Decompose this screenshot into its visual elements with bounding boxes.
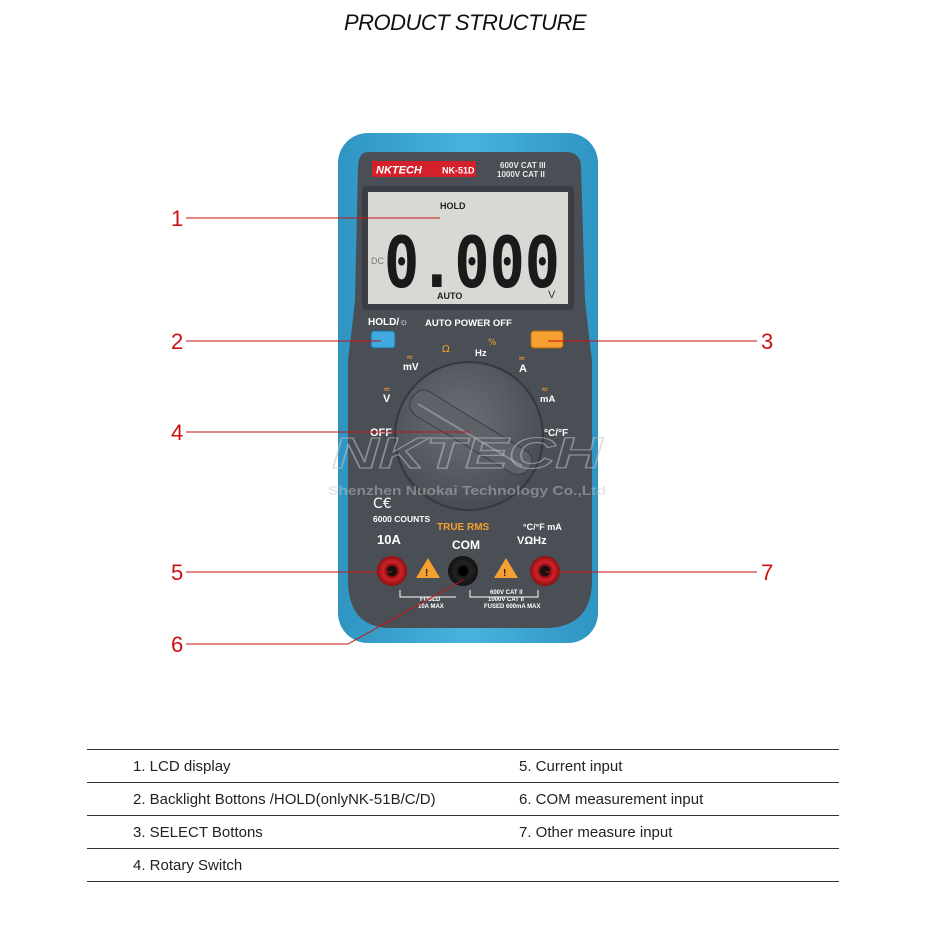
- dial-ma-label: mA: [540, 394, 555, 405]
- lcd-display: [368, 192, 568, 304]
- legend-item-rotary-switch: 4. Rotary Switch: [133, 857, 243, 874]
- warning-icon-right-mark: !: [503, 568, 506, 579]
- rating-line-1: 600V CAT III: [500, 161, 546, 170]
- legend-item-backlight-hold: 2. Backlight Bottons /HOLD(onlyNK-51B/C/…: [133, 791, 436, 808]
- hold-button-label: HOLD/☼: [368, 317, 408, 328]
- legend-table: 1. LCD display 5. Current input 2. Backl…: [87, 749, 839, 882]
- page-title: PRODUCT STRUCTURE: [343, 10, 587, 35]
- ac-mark-ma: ≂: [541, 385, 549, 395]
- callout-7: 7: [761, 560, 774, 585]
- callout-3: 3: [761, 329, 774, 354]
- legend-item-lcd-display: 1. LCD display: [133, 758, 231, 775]
- model-text: NK-51D: [442, 166, 475, 176]
- dial-a-label: A: [519, 363, 527, 375]
- lcd-reading: 0.000: [384, 222, 560, 304]
- callout-5: 5: [171, 560, 184, 585]
- counts-label: 6000 COUNTS: [373, 514, 430, 524]
- jack-right-label: VΩHz: [517, 535, 547, 547]
- lcd-auto-indicator: AUTO: [437, 291, 462, 301]
- fused-right-line-1: 600V CAT II: [490, 590, 523, 596]
- dial-v-label: V: [383, 393, 391, 405]
- true-rms-label: TRUE RMS: [437, 522, 490, 533]
- fused-left-line-2: 10A MAX: [418, 604, 444, 610]
- warning-icon-right: [494, 558, 518, 578]
- legend-row: 3. SELECT Bottons 7. Other measure input: [87, 815, 839, 848]
- callout-1: 1: [171, 206, 184, 231]
- jack-10a-label: 10A: [377, 532, 401, 547]
- dial-mv-label: mV: [403, 362, 419, 373]
- legend-row: 1. LCD display 5. Current input: [87, 749, 839, 782]
- rotary-pointer: [417, 403, 523, 467]
- legend-item-current-input: 5. Current input: [519, 758, 623, 775]
- legend-item-other-input: 7. Other measure input: [519, 824, 673, 841]
- lcd-dc-indicator: DC: [371, 256, 384, 266]
- watermark-logo: NKTECH: [332, 429, 604, 478]
- dial-temp-label: °C/°F: [544, 428, 568, 439]
- legend-item-select-buttons: 3. SELECT Bottons: [133, 824, 263, 841]
- rating-line-2: 1000V CAT II: [497, 170, 545, 179]
- select-button[interactable]: [530, 330, 564, 349]
- ac-mark-v: ≂: [383, 385, 391, 395]
- auto-power-off-label: AUTO POWER OFF: [425, 318, 512, 329]
- current-input-jack-hole: [387, 566, 397, 576]
- dial-ohm-label: Ω: [442, 344, 450, 355]
- ce-mark: C€: [373, 496, 392, 512]
- warning-icon-left-mark: !: [425, 568, 428, 579]
- legend-row: 2. Backlight Bottons /HOLD(onlyNK-51B/C/…: [87, 782, 839, 815]
- jack-com-label: COM: [452, 538, 480, 552]
- hold-backlight-button[interactable]: [370, 330, 396, 349]
- fused-bracket-right: [469, 590, 539, 598]
- callout-6: 6: [171, 632, 184, 657]
- ac-mark-a: ≂: [518, 354, 526, 364]
- fused-right-line-3: FUSED 600mA MAX: [484, 604, 540, 610]
- fused-bracket-left: [399, 590, 456, 598]
- dial-pct-label: %: [488, 338, 497, 348]
- lcd-hold-indicator: HOLD: [440, 201, 466, 211]
- jack-right-top-label: °C/°F mA: [523, 522, 562, 532]
- dial-off-label: OFF: [370, 427, 392, 439]
- watermark-company: Shenzhen Nuokai Technology Co.,Ltd: [328, 483, 606, 498]
- multimeter-diagram: NKTECH NK-51D 600V CAT III 1000V CAT II …: [186, 133, 757, 645]
- legend-item-com-input: 6. COM measurement input: [519, 791, 704, 808]
- com-input-jack-hole: [458, 566, 468, 576]
- dial-hz-label: Hz: [475, 348, 487, 359]
- brand-badge: [372, 161, 476, 177]
- lcd-unit: V: [548, 289, 556, 301]
- other-input-jack-hole: [540, 566, 550, 576]
- legend-row: 4. Rotary Switch: [87, 848, 839, 882]
- callout-4: 4: [171, 420, 184, 445]
- ac-mark-mv: ≂: [406, 353, 414, 363]
- warning-icon-left: [416, 558, 440, 578]
- leader-line-6: [186, 579, 464, 645]
- fused-right-line-2: 1000V CAT II: [488, 597, 524, 603]
- brand-text: NKTECH: [376, 165, 423, 177]
- callout-2: 2: [171, 329, 184, 354]
- fused-left-line-1: FUSED: [420, 597, 441, 603]
